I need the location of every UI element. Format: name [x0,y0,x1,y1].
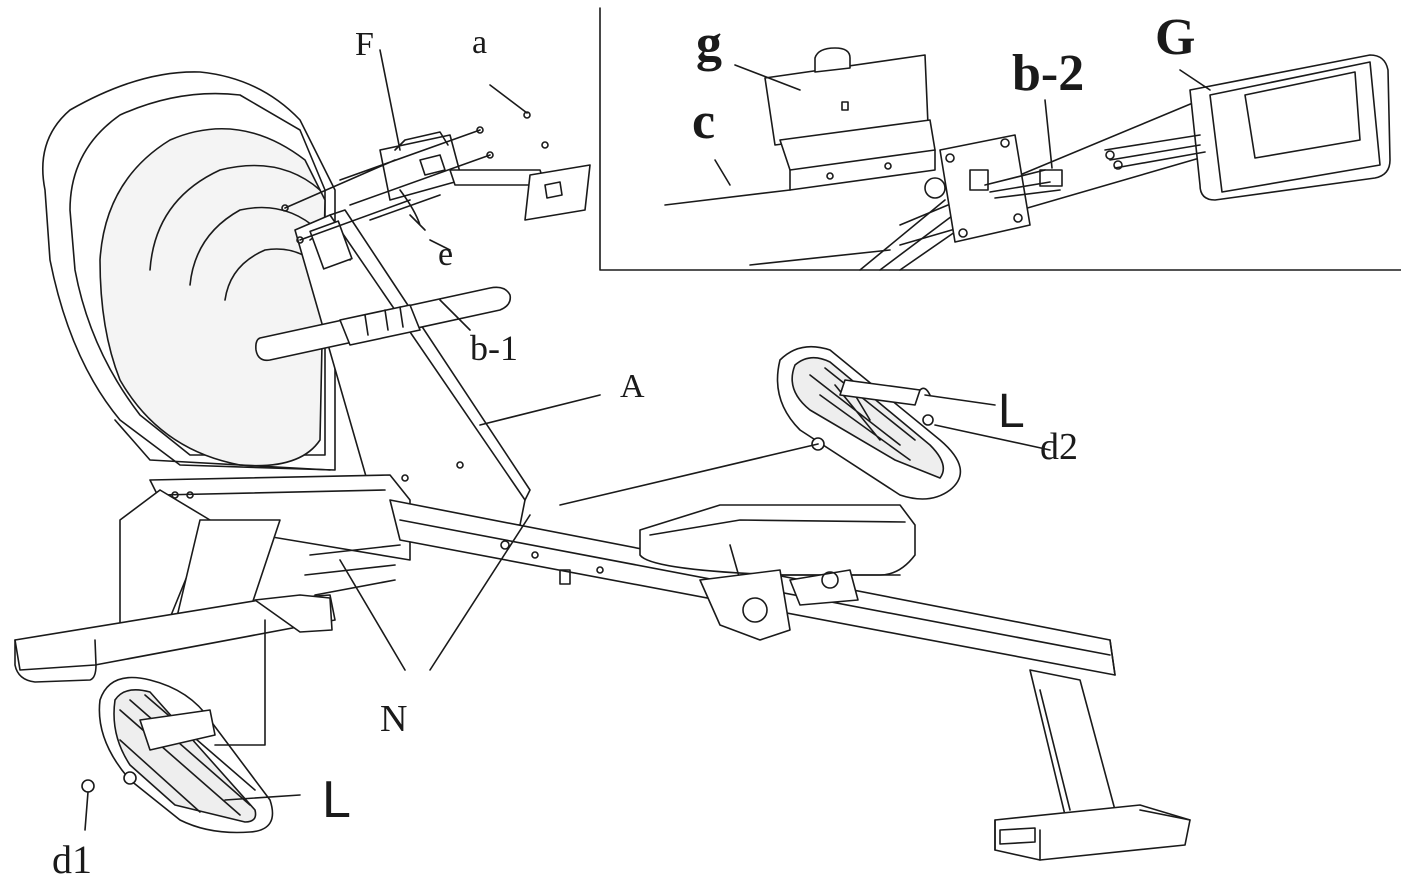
label-c: c [692,93,716,150]
label-d2: d2 [1040,426,1078,468]
inset-console-detail [664,47,1391,271]
label-L-right: L [998,385,1025,438]
label-F: F [355,26,374,63]
label-d1: d1 [52,837,92,882]
left-footplate [81,619,301,834]
n-leaders [339,239,601,671]
front-base [14,474,411,683]
right-footplate [559,345,1051,506]
inset-frame [599,7,1401,271]
label-a: a [472,24,488,61]
monitor-bracket [281,49,591,244]
label-A: A [620,368,645,405]
label-g: g [696,15,722,72]
label-b-1: b-1 [470,328,518,368]
label-b-2: b-2 [1012,45,1085,102]
flywheel-housing [42,71,336,471]
seat [639,504,916,641]
label-N: N [380,698,408,740]
label-e: e [438,236,454,273]
label-L-left: L [322,771,351,829]
label-G: G [1155,9,1196,66]
